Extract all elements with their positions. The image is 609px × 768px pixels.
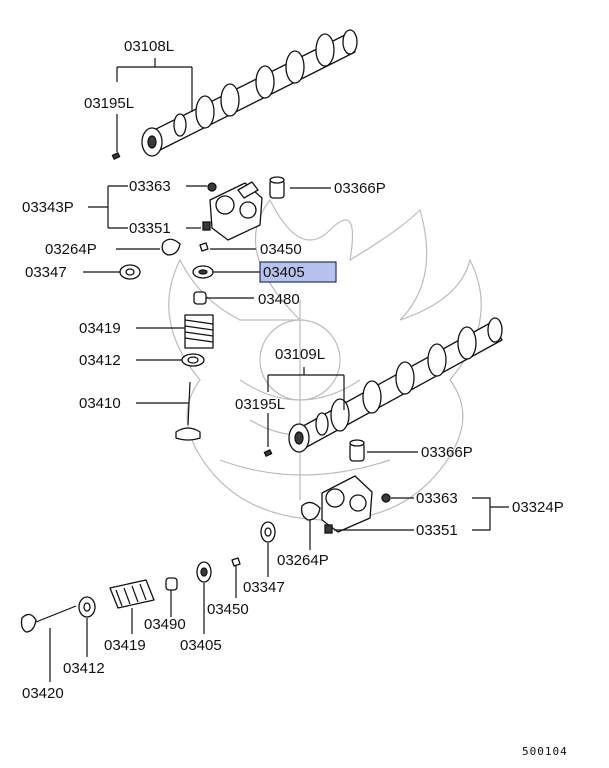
retainer-upper-shape bbox=[192, 265, 214, 279]
rocker-assembly-lower-shape[interactable] bbox=[321, 475, 373, 533]
camshaft-upper[interactable] bbox=[141, 29, 358, 157]
label-retainer-lower[interactable]: 03405 bbox=[180, 637, 222, 654]
key-upper-shape bbox=[199, 242, 209, 252]
rocker-assembly-upper-shape[interactable] bbox=[209, 181, 263, 241]
label-rocker-lower[interactable]: 03324P bbox=[512, 499, 564, 516]
label-adjuster-upper[interactable]: 03366P bbox=[334, 180, 386, 197]
label-seal-lower[interactable]: 03490 bbox=[144, 616, 186, 633]
label-seal-upper[interactable]: 03480 bbox=[258, 291, 300, 308]
label-screw-lower[interactable]: 03351 bbox=[416, 522, 458, 539]
highlight-box bbox=[259, 261, 337, 283]
label-camshaft-upper[interactable]: 03108L bbox=[124, 38, 174, 55]
retainer-plate-upper-shape bbox=[161, 238, 181, 256]
label-springseat-lower[interactable]: 03412 bbox=[63, 660, 105, 677]
label-spring-lower[interactable]: 03419 bbox=[104, 637, 146, 654]
valve-lower-shape bbox=[20, 605, 77, 633]
spring-seat-upper-shape bbox=[181, 353, 205, 367]
label-nut-lower[interactable]: 03363 bbox=[416, 490, 458, 507]
nut-lower-shape bbox=[381, 493, 391, 503]
seal-lower-shape bbox=[165, 577, 178, 591]
spring-seat-lower-shape bbox=[78, 596, 96, 618]
retainer-lower-shape bbox=[196, 561, 212, 583]
label-key-lower[interactable]: 03450 bbox=[207, 601, 249, 618]
screw-lower-shape bbox=[324, 524, 333, 534]
label-valve-lower[interactable]: 03420 bbox=[22, 685, 64, 702]
valve-upper-shape bbox=[175, 381, 201, 441]
figure-code: 500104 bbox=[522, 745, 568, 758]
retainer-plate-lower-shape bbox=[300, 501, 321, 521]
label-adjuster-lower[interactable]: 03366P bbox=[421, 444, 473, 461]
label-pin-lower[interactable]: 03195L bbox=[235, 396, 285, 413]
spring-lower-shape bbox=[109, 579, 155, 609]
key-lower-shape bbox=[231, 557, 241, 567]
label-seat-upper[interactable]: 03347 bbox=[25, 264, 67, 281]
label-plate-lower[interactable]: 03264P bbox=[277, 552, 329, 569]
seat-lower-shape bbox=[260, 521, 276, 543]
label-spring-upper[interactable]: 03419 bbox=[79, 320, 121, 337]
label-camshaft-lower[interactable]: 03109L bbox=[275, 346, 325, 363]
label-springseat-upper[interactable]: 03412 bbox=[79, 352, 121, 369]
spring-upper-shape bbox=[184, 314, 214, 349]
pin-lower-shape bbox=[263, 449, 273, 457]
label-pin-upper[interactable]: 03195L bbox=[84, 95, 134, 112]
seat-upper-shape bbox=[119, 264, 141, 280]
nut-upper-shape bbox=[207, 182, 217, 192]
label-key-upper[interactable]: 03450 bbox=[260, 241, 302, 258]
leader-rocker-upper bbox=[88, 185, 128, 229]
leader-rocker-lower bbox=[472, 497, 509, 531]
adjuster-upper-shape bbox=[269, 176, 285, 199]
label-seat-lower[interactable]: 03347 bbox=[243, 579, 285, 596]
label-screw-upper[interactable]: 03351 bbox=[129, 220, 171, 237]
label-valve-upper[interactable]: 03410 bbox=[79, 395, 121, 412]
label-nut-upper[interactable]: 03363 bbox=[129, 178, 171, 195]
screw-upper-shape bbox=[202, 221, 211, 231]
label-rocker-upper[interactable]: 03343P bbox=[22, 199, 74, 216]
seal-upper-shape bbox=[193, 291, 207, 305]
label-plate-upper[interactable]: 03264P bbox=[45, 241, 97, 258]
leader-camshaft-lower bbox=[267, 367, 345, 410]
leader-camshaft-upper bbox=[116, 58, 193, 112]
adjuster-lower-shape bbox=[349, 439, 365, 462]
label-retainer-upper[interactable]: 03405 bbox=[263, 264, 305, 281]
pin-upper-shape bbox=[111, 152, 121, 160]
camshaft-lower[interactable] bbox=[288, 317, 503, 453]
